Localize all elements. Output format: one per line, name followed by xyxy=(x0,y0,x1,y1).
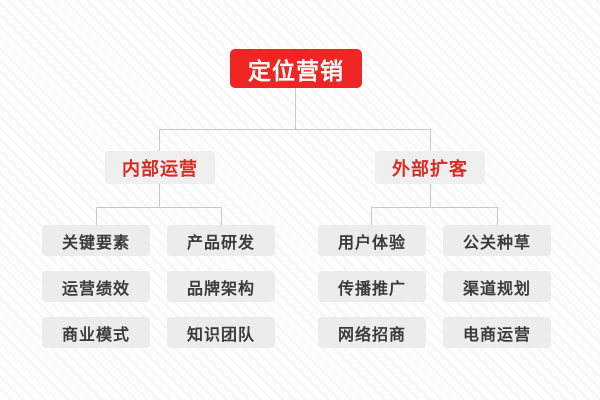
connector-branch-left-bar xyxy=(96,207,222,208)
leaf-node[interactable]: 商业模式 xyxy=(42,317,150,348)
leaf-node-label: 商业模式 xyxy=(61,326,130,344)
leaf-node[interactable]: 运营绩效 xyxy=(42,271,150,302)
connector-root-bar xyxy=(159,129,431,130)
connector-root-stem xyxy=(295,88,296,129)
root-node[interactable]: 定位营销 xyxy=(230,49,362,88)
leaf-node-label: 运营绩效 xyxy=(61,280,130,298)
connector-branch-right-bar xyxy=(371,207,497,208)
branch-node-internal-operations[interactable]: 内部运营 xyxy=(105,151,215,184)
leaf-node[interactable]: 渠道规划 xyxy=(443,271,551,302)
leaf-node[interactable]: 公关种草 xyxy=(443,225,551,256)
leaf-node-label: 公关种草 xyxy=(462,234,531,252)
connector-branch-right-drop-1 xyxy=(371,207,372,225)
leaf-node[interactable]: 电商运营 xyxy=(443,317,551,348)
branch-node-label: 内部运营 xyxy=(122,158,198,179)
leaf-node-label: 网络招商 xyxy=(337,326,406,344)
leaf-node-label: 知识团队 xyxy=(186,326,255,344)
leaf-node[interactable]: 关键要素 xyxy=(42,225,150,256)
leaf-node-label: 渠道规划 xyxy=(462,280,531,298)
branch-node-label: 外部扩客 xyxy=(392,158,468,179)
connector-branch-left-stem xyxy=(159,184,160,207)
leaf-node[interactable]: 知识团队 xyxy=(167,317,275,348)
leaf-node-label: 产品研发 xyxy=(186,234,255,252)
leaf-node-label: 电商运营 xyxy=(462,326,531,344)
connector-branch-right-drop-2 xyxy=(497,207,498,225)
connector-branch-right-stem xyxy=(430,184,431,207)
connector-branch-left-drop-1 xyxy=(96,207,97,225)
connector-root-drop-right xyxy=(430,129,431,151)
root-node-label: 定位营销 xyxy=(248,57,344,84)
connector-branch-left-drop-2 xyxy=(221,207,222,225)
leaf-node-label: 关键要素 xyxy=(61,234,130,252)
leaf-node[interactable]: 用户体验 xyxy=(318,225,426,256)
leaf-node[interactable]: 产品研发 xyxy=(167,225,275,256)
leaf-node[interactable]: 品牌架构 xyxy=(167,271,275,302)
branch-node-external-acquisition[interactable]: 外部扩客 xyxy=(375,151,485,184)
leaf-node-label: 品牌架构 xyxy=(186,280,255,298)
connector-root-drop-left xyxy=(159,129,160,151)
leaf-node-label: 用户体验 xyxy=(337,234,406,252)
leaf-node[interactable]: 网络招商 xyxy=(318,317,426,348)
leaf-node[interactable]: 传播推广 xyxy=(318,271,426,302)
leaf-node-label: 传播推广 xyxy=(337,280,406,298)
